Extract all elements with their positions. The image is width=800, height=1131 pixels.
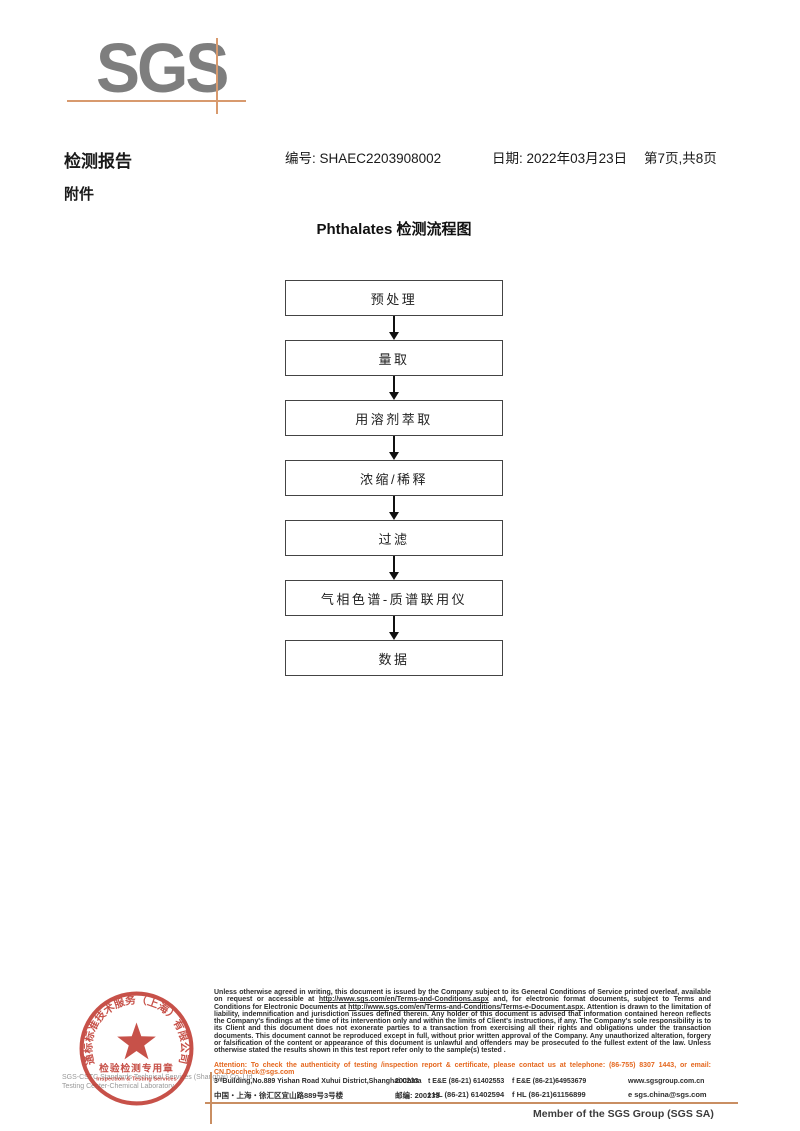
footer-crosshair-vertical — [210, 1072, 212, 1124]
address-row-en: 3ʳᵈBuilding,No.889 Yishan Road Xuhui Dis… — [214, 1078, 724, 1089]
e-document-terms-url: http://www.sgs.com/en/Terms-and-Conditio… — [348, 1003, 584, 1011]
report-title: 检测报告 — [64, 152, 132, 171]
sgs-logo: SGS — [96, 29, 229, 107]
address-cn: 中国・上海・徐汇区宜山路889号3号楼 — [214, 1091, 344, 1100]
sgs-member-text: Member of the SGS Group (SGS SA) — [533, 1108, 714, 1120]
report-date-value: 2022年03月23日 — [526, 151, 628, 166]
arrow-down-icon — [389, 436, 399, 460]
flow-step-solvent-extraction: 用溶剂萃取 — [285, 400, 503, 436]
report-date-label: 日期: — [492, 151, 523, 166]
postal-code-cn: 邮编: 200233 — [395, 1091, 440, 1100]
arrow-down-icon — [389, 496, 399, 520]
stamp-star-icon — [117, 1022, 156, 1060]
report-number-value: SHAEC2203908002 — [319, 151, 442, 166]
phone-hl: t HL (86-21) 61402594 — [428, 1090, 505, 1099]
arrow-down-icon — [389, 316, 399, 340]
attachment-label: 附件 — [64, 186, 95, 203]
logo-crosshair-horizontal — [67, 100, 246, 102]
arrow-down-icon — [389, 376, 399, 400]
fax-hl: f HL (86-21)61156899 — [512, 1090, 586, 1099]
arrow-down-icon — [389, 616, 399, 640]
legal-part3: . Attention is drawn to the limitation o… — [214, 1003, 711, 1055]
report-date: 日期: 2022年03月23日 — [492, 147, 627, 167]
flow-step-concentrate-dilute: 浓缩/稀释 — [285, 460, 503, 496]
logo-crosshair-vertical — [216, 38, 218, 114]
fax-ee: f E&E (86-21)64953679 — [512, 1078, 587, 1085]
company-name-line2: Testing Center-Chemical Laboratory. — [62, 1083, 176, 1090]
postal-code-en: 200233 — [395, 1078, 419, 1085]
flow-step-data: 数据 — [285, 640, 503, 676]
footer-crosshair-horizontal — [205, 1102, 738, 1104]
address-en: 3ʳᵈBuilding,No.889 Yishan Road Xuhui Dis… — [214, 1078, 422, 1085]
flow-step-gcms: 气相色谱-质谱联用仪 — [285, 580, 503, 616]
company-name-lines: SGS-CSTC Standards Technical Services (S… — [62, 1073, 254, 1091]
flow-step-pretreatment: 预处理 — [285, 280, 503, 316]
stamp-center-line1: 检验检测专用章 — [99, 1062, 174, 1074]
report-number-label: 编号: — [285, 151, 316, 166]
legal-part1: Unless otherwise agreed in writing, this… — [214, 989, 711, 1004]
stamp-ring — [79, 991, 194, 1106]
stamp-center-line2: Inspection & Testing Services — [96, 1077, 177, 1083]
flow-step-measure: 量取 — [285, 340, 503, 376]
flowchart-title: Phthalates 检测流程图 — [316, 221, 472, 238]
flow-step-filter: 过滤 — [285, 520, 503, 556]
page-indicator: 第7页,共8页 — [644, 151, 717, 166]
phone-ee: t E&E (86-21) 61402553 — [428, 1078, 505, 1085]
legal-disclaimer: Unless otherwise agreed in writing, this… — [214, 989, 711, 1055]
website: www.sgsgroup.com.cn — [628, 1078, 705, 1085]
flowchart: 预处理 量取 用溶剂萃取 浓缩/稀释 过滤 气相色谱-质谱联用仪 数据 — [285, 280, 503, 676]
inspection-stamp: 通标标准技术服务（上海）有限公司 检验检测专用章 Inspection & Te… — [79, 991, 194, 1106]
terms-url: http://www.sgs.com/en/Terms-and-Conditio… — [318, 996, 489, 1004]
attention-notice: Attention: To check the authenticity of … — [214, 1062, 711, 1077]
arrow-down-icon — [389, 556, 399, 580]
address-row-cn: 中国・上海・徐汇区宜山路889号3号楼 邮编: 200233 t HL (86-… — [214, 1090, 724, 1101]
email: e sgs.china@sgs.com — [628, 1090, 707, 1099]
legal-part2: and, for electronic format documents, su… — [214, 996, 712, 1011]
company-name-line1: SGS-CSTC Standards Technical Services (S… — [62, 1074, 255, 1081]
report-number: 编号: SHAEC2203908002 — [285, 147, 441, 167]
